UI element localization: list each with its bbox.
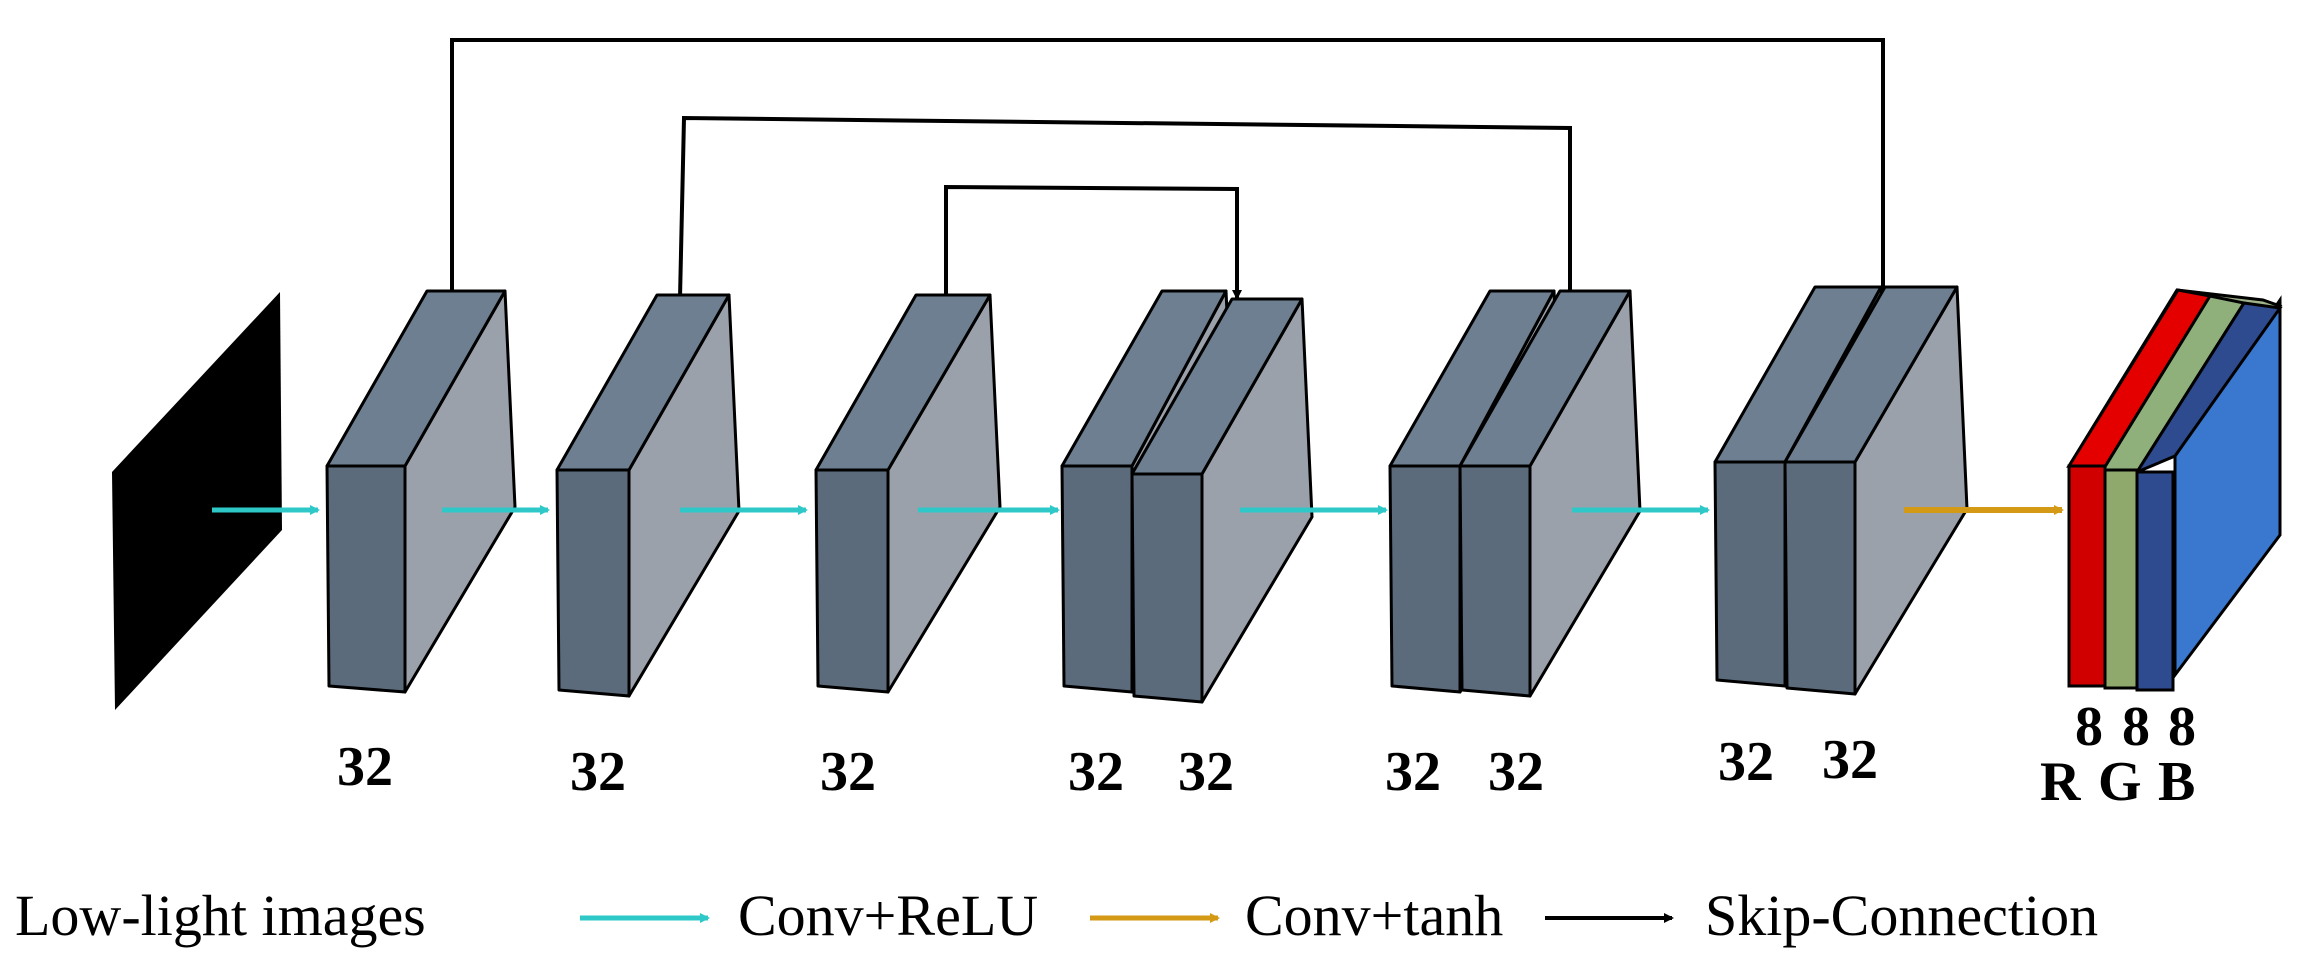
legend-input-label: Low-light images: [15, 883, 426, 948]
output-count-b: 8: [2168, 696, 2196, 758]
output-blue-side: [2173, 295, 2282, 680]
output-channel-b: B: [2158, 751, 2195, 813]
output-blue-top: [2133, 301, 2283, 476]
block-slab-b-front: [1130, 472, 1204, 704]
block-slab-a-front: [1060, 464, 1134, 694]
output-channel-g: G: [2098, 751, 2142, 813]
skip-connections: [450, 38, 1888, 304]
block-slab-front: [814, 468, 890, 694]
block-label: 32: [1718, 731, 1774, 793]
legend-conv-relu-label: Conv+ReLU: [738, 883, 1038, 948]
block-slab-front: [325, 464, 407, 694]
block-slab-front: [555, 468, 631, 698]
block-label: 32: [570, 741, 626, 803]
block-label: 32: [337, 736, 393, 798]
block-slab-a-front: [1388, 464, 1462, 694]
block-label: 32: [1822, 729, 1878, 791]
output-green-channel: [2103, 468, 2139, 690]
skip-connection-middle: [678, 115, 1575, 304]
legend-conv-tanh-label: Conv+tanh: [1245, 883, 1503, 948]
skip-connection-inner: [944, 184, 1242, 300]
block-slab-b-front: [1458, 464, 1532, 698]
output-count-g: 8: [2122, 696, 2150, 758]
input-image-plane: [112, 292, 282, 710]
output-count-r: 8: [2075, 696, 2103, 758]
legend: Low-light images Conv+ReLU Conv+tanh Ski…: [15, 883, 2098, 948]
block-label: 32: [1068, 741, 1124, 803]
output-red-channel: [2067, 464, 2107, 688]
block-label: 32: [1488, 741, 1544, 803]
block-slab-b-front: [1783, 460, 1857, 696]
block-label: 32: [1178, 741, 1234, 803]
output-channel-r: R: [2040, 751, 2081, 813]
output-blue-channel: [2135, 470, 2175, 692]
feature-blocks: [325, 285, 1969, 704]
block-label: 32: [1385, 741, 1441, 803]
output-rgb-stack: [2066, 288, 2283, 692]
skip-connection-outer: [450, 38, 1888, 304]
block-slab-a-front: [1713, 460, 1787, 688]
block-label: 32: [820, 741, 876, 803]
legend-skip-label: Skip-Connection: [1705, 883, 2098, 948]
